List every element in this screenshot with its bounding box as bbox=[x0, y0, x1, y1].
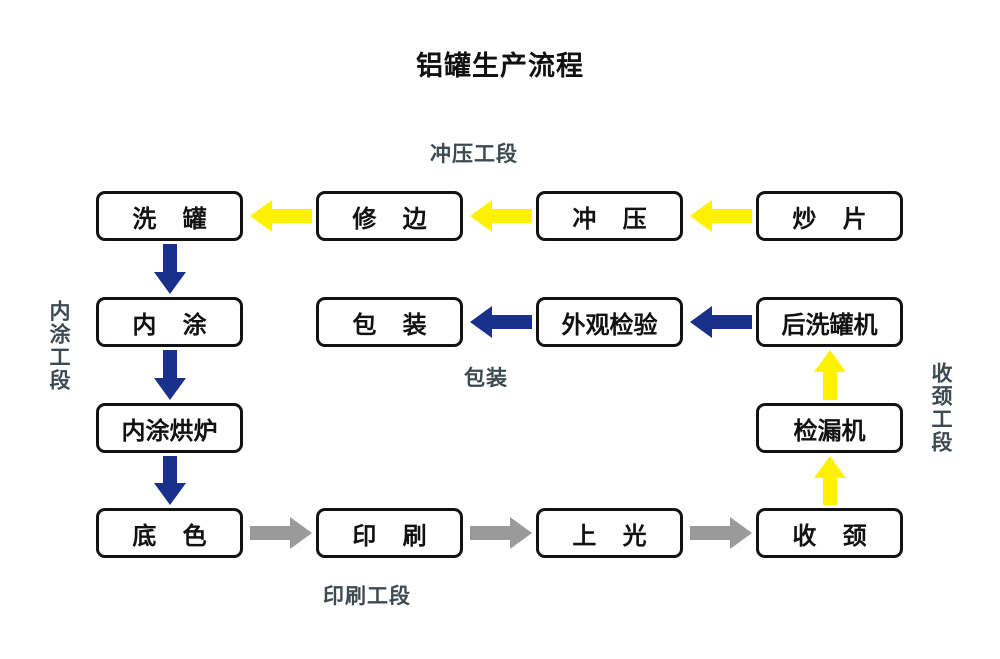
process-node-leak-tester[interactable]: 检漏机 bbox=[756, 403, 903, 453]
process-node-base-coat[interactable]: 底 色 bbox=[96, 508, 243, 558]
arrow-trim-to-wash bbox=[250, 198, 312, 234]
arrow-head-icon bbox=[814, 350, 846, 372]
stage-label-packaging: 包装 bbox=[464, 366, 508, 390]
process-node-inner-coating[interactable]: 内 涂 bbox=[96, 297, 243, 347]
arrow-oven-to-basecoat bbox=[152, 456, 188, 505]
process-node-wash-can[interactable]: 洗 罐 bbox=[96, 191, 243, 241]
arrow-shaft-icon bbox=[163, 456, 177, 483]
process-node-necking[interactable]: 收 颈 bbox=[756, 508, 903, 558]
arrow-head-icon bbox=[154, 272, 186, 294]
arrow-head-icon bbox=[154, 483, 186, 505]
arrow-head-icon bbox=[814, 456, 846, 478]
arrow-shaft-icon bbox=[712, 315, 752, 329]
arrow-head-icon bbox=[154, 378, 186, 400]
stage-label-inner-coating: 内涂工段 bbox=[47, 300, 71, 392]
arrow-shaft-icon bbox=[163, 244, 177, 272]
arrow-shaft-icon bbox=[492, 315, 532, 329]
arrow-head-icon bbox=[290, 517, 312, 549]
process-node-cup-blanking[interactable]: 炒 片 bbox=[756, 191, 903, 241]
stage-label-necking: 收颈工段 bbox=[929, 362, 953, 454]
arrow-shaft-icon bbox=[470, 526, 510, 540]
arrow-wash-to-coating bbox=[152, 244, 188, 294]
arrow-head-icon bbox=[250, 200, 272, 232]
arrow-basecoat-to-print bbox=[250, 515, 312, 551]
process-node-printing[interactable]: 印 刷 bbox=[316, 508, 463, 558]
arrow-postwasher-to-visual bbox=[690, 304, 752, 340]
arrow-head-icon bbox=[730, 517, 752, 549]
process-node-varnish[interactable]: 上 光 bbox=[536, 508, 683, 558]
stage-label-stamping: 冲压工段 bbox=[430, 142, 518, 166]
process-node-trim[interactable]: 修 边 bbox=[316, 191, 463, 241]
process-node-packing[interactable]: 包 装 bbox=[316, 297, 463, 347]
arrow-varnish-to-necking bbox=[690, 515, 752, 551]
arrow-necking-to-leak bbox=[812, 456, 848, 505]
arrow-coating-to-oven bbox=[152, 350, 188, 400]
arrow-stamping-to-trim bbox=[470, 198, 532, 234]
process-node-coating-oven[interactable]: 内涂烘炉 bbox=[96, 403, 243, 453]
arrow-shaft-icon bbox=[690, 526, 730, 540]
arrow-head-icon bbox=[470, 200, 492, 232]
arrow-head-icon bbox=[690, 200, 712, 232]
stage-label-printing: 印刷工段 bbox=[323, 584, 411, 608]
page-title: 铝罐生产流程 bbox=[416, 51, 584, 82]
arrow-shaft-icon bbox=[712, 209, 752, 223]
arrow-shaft-icon bbox=[492, 209, 532, 223]
arrow-head-icon bbox=[510, 517, 532, 549]
arrow-cup-to-stamping bbox=[690, 198, 752, 234]
arrow-visual-to-packing bbox=[470, 304, 532, 340]
arrow-shaft-icon bbox=[250, 526, 290, 540]
arrow-head-icon bbox=[690, 306, 712, 338]
process-node-stamping[interactable]: 冲 压 bbox=[536, 191, 683, 241]
arrow-shaft-icon bbox=[272, 209, 312, 223]
arrow-shaft-icon bbox=[823, 372, 837, 400]
arrow-head-icon bbox=[470, 306, 492, 338]
arrow-shaft-icon bbox=[823, 478, 837, 505]
arrow-shaft-icon bbox=[163, 350, 177, 378]
process-node-post-washer[interactable]: 后洗罐机 bbox=[756, 297, 903, 347]
process-node-visual-inspect[interactable]: 外观检验 bbox=[536, 297, 683, 347]
arrow-leak-to-postwasher bbox=[812, 350, 848, 400]
arrow-print-to-varnish bbox=[470, 515, 532, 551]
